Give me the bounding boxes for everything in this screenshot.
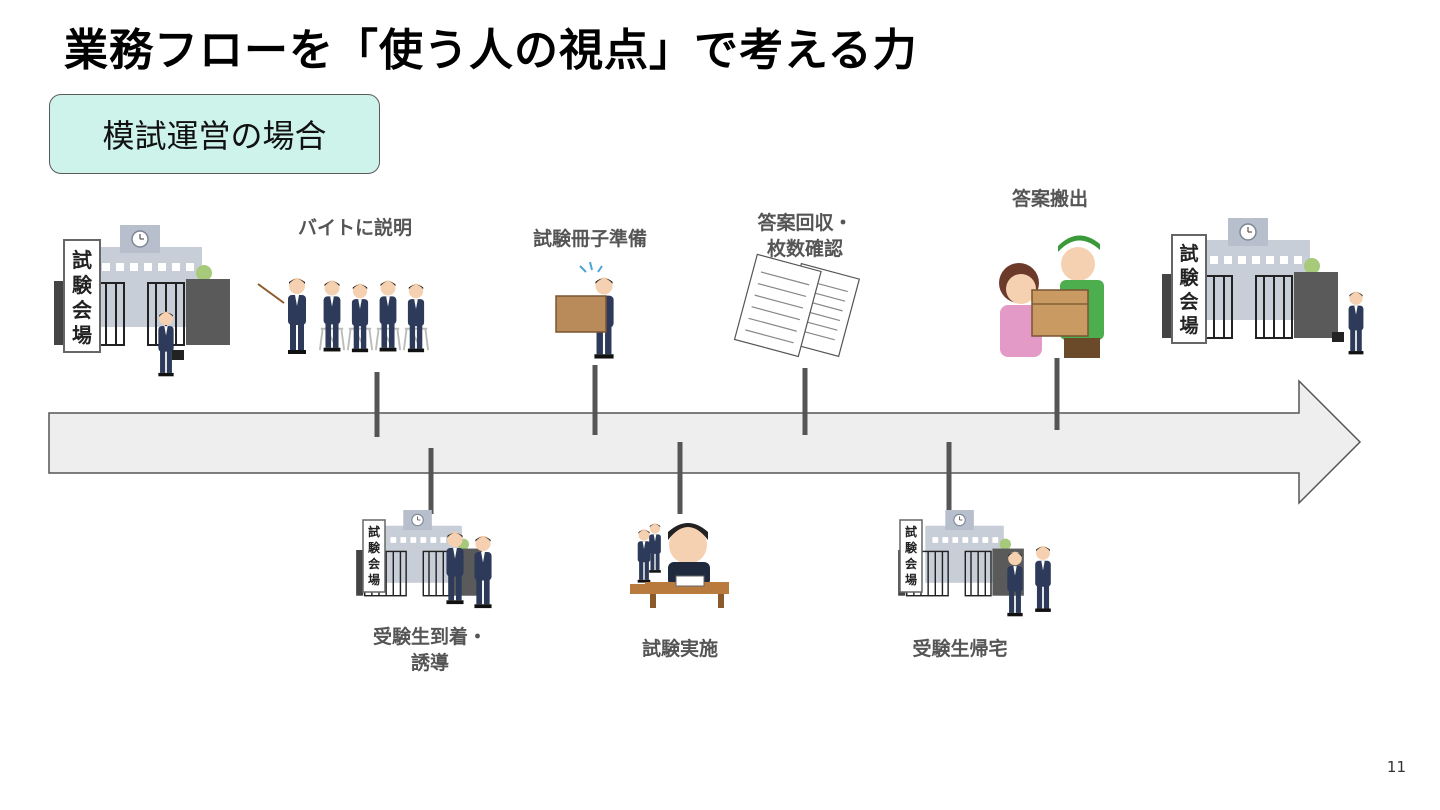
venue-sign-char: 場 bbox=[905, 572, 917, 587]
timeline-arrow bbox=[48, 379, 1362, 505]
venue-sign-char: 会 bbox=[905, 556, 918, 571]
students-go-home-illustration: 試 験 会 場 bbox=[897, 510, 1051, 617]
step-label-explain-staff: バイトに説明 bbox=[297, 217, 412, 239]
package-handoff-illustration bbox=[999, 235, 1104, 358]
venue-sign-char: 験 bbox=[368, 540, 381, 555]
section-label: 模試運営の場合 bbox=[102, 117, 327, 155]
step-label-collect-answers-line2: 枚数確認 bbox=[766, 238, 843, 260]
box-icon bbox=[1031, 289, 1089, 337]
venue-sign-char: 験 bbox=[1179, 266, 1199, 289]
box-icon bbox=[555, 295, 607, 333]
venue-sign-right bbox=[1171, 234, 1207, 344]
step-label-collect-answers: 答案回収・ 枚数確認 bbox=[735, 210, 875, 262]
venue-sign-char: 会 bbox=[72, 298, 92, 322]
venue-sign-char: 場 bbox=[1179, 315, 1198, 337]
venue-illustration-right: 試 験 会 場 bbox=[1161, 218, 1364, 355]
venue-sign-char: 試 bbox=[72, 248, 92, 272]
exam-illustration bbox=[630, 523, 729, 608]
slide-title: 業務フローを「使う人の視点」で考える力 bbox=[64, 25, 918, 76]
answer-sheets-illustration bbox=[733, 253, 861, 358]
venue-sign-char: 試 bbox=[368, 524, 380, 539]
venue-sign-char: 験 bbox=[72, 273, 93, 297]
venue-sign-char: 試 bbox=[905, 524, 917, 539]
venue-sign-char: 験 bbox=[905, 540, 918, 555]
timeline-ticks bbox=[374, 358, 1060, 514]
carry-booklets-illustration bbox=[555, 261, 614, 359]
venue-sign-char: 会 bbox=[368, 556, 381, 571]
venue-sign-char: 場 bbox=[72, 323, 92, 347]
step-label-arrival-line1: 受験生到着・ bbox=[372, 626, 487, 648]
page-number: 11 bbox=[1386, 758, 1406, 776]
step-label-go-home: 受験生帰宅 bbox=[912, 638, 1008, 660]
section-label-box: 模試運営の場合 bbox=[49, 94, 380, 174]
step-label-arrival-line2: 誘導 bbox=[410, 652, 449, 674]
step-label-ship-answers: 答案搬出 bbox=[1011, 188, 1088, 210]
venue-sign-char: 会 bbox=[1179, 290, 1198, 313]
venue-illustration-left: 試 験 会 場 bbox=[53, 225, 231, 377]
venue-sign-left bbox=[63, 239, 101, 353]
step-label-collect-answers-line1: 答案回収・ bbox=[757, 212, 853, 234]
venue-sign-char: 試 bbox=[1179, 242, 1198, 265]
student-arrival-illustration: 試 験 会 場 bbox=[355, 510, 492, 609]
staff-briefing-illustration bbox=[257, 278, 430, 354]
venue-sign-char: 場 bbox=[368, 572, 380, 587]
step-label-arrival: 受験生到着・ 誘導 bbox=[355, 624, 505, 676]
step-label-prepare-booklets: 試験冊子準備 bbox=[532, 228, 647, 250]
step-label-exam: 試験実施 bbox=[641, 638, 718, 660]
